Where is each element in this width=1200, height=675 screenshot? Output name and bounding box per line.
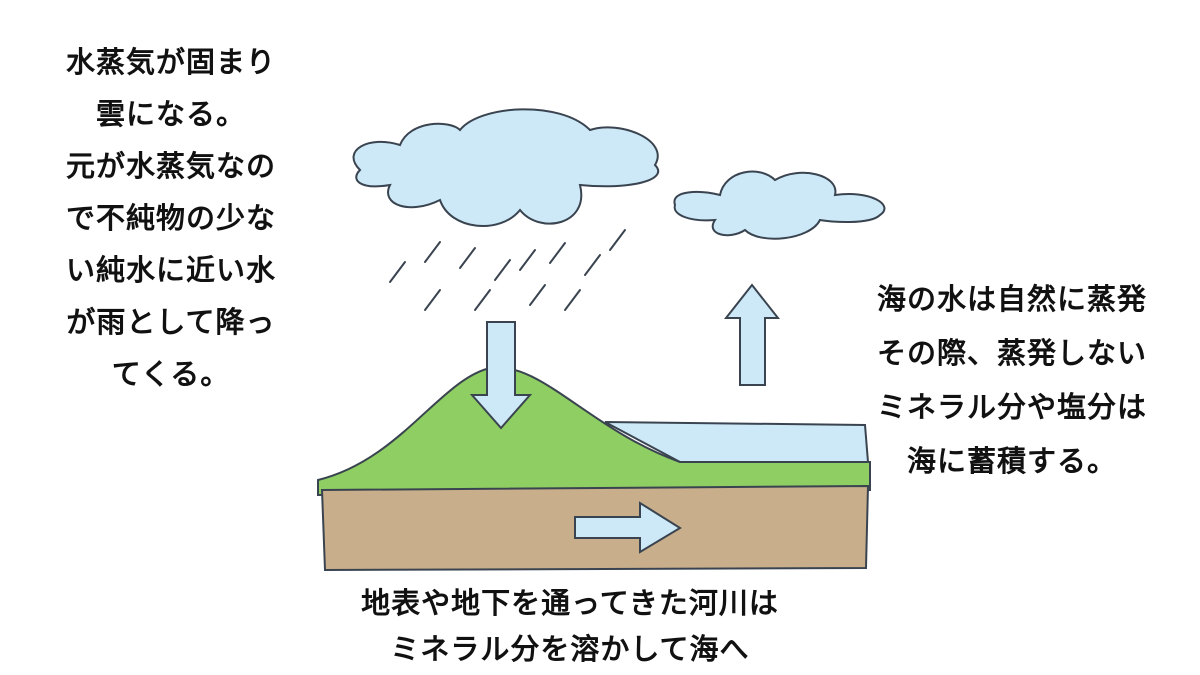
rain-lines bbox=[389, 229, 626, 311]
text-line: 海に蓄積する。 bbox=[906, 444, 1117, 478]
text-line: が雨として降っ bbox=[66, 305, 276, 339]
text-line: その際、蒸発しない bbox=[876, 336, 1147, 370]
text-line: ミネラル分や塩分は bbox=[876, 390, 1147, 424]
text-line: で不純物の少な bbox=[65, 201, 276, 235]
text-line: ミネラル分を溶かして海へ bbox=[390, 632, 750, 666]
text-line: 水蒸気が固まり bbox=[65, 45, 276, 79]
cloud-rain-explanation: 水蒸気が固まり 雲になる。 元が水蒸気なの で不純物の少な い純水に近い水 が雨… bbox=[40, 36, 302, 400]
rain-down-arrow bbox=[469, 321, 533, 430]
river-explanation: 地表や地下を通ってきた河川は ミネラル分を溶かして海へ bbox=[300, 580, 840, 672]
evaporation-up-arrow bbox=[723, 283, 781, 386]
text-line: い純水に近い水 bbox=[65, 253, 276, 287]
text-line: 元が水蒸気なの bbox=[65, 149, 276, 183]
text-line: 海の水は自然に蒸発 bbox=[876, 282, 1147, 316]
text-line: てくる。 bbox=[111, 357, 231, 391]
small-cloud bbox=[673, 170, 886, 240]
text-line: 地表や地下を通ってきた河川は bbox=[361, 586, 779, 620]
large-cloud bbox=[352, 108, 659, 227]
text-line: 雲になる。 bbox=[95, 97, 246, 131]
river-right-arrow bbox=[574, 501, 682, 554]
evaporation-explanation: 海の水は自然に蒸発 その際、蒸発しない ミネラル分や塩分は 海に蓄積する。 bbox=[842, 272, 1182, 488]
